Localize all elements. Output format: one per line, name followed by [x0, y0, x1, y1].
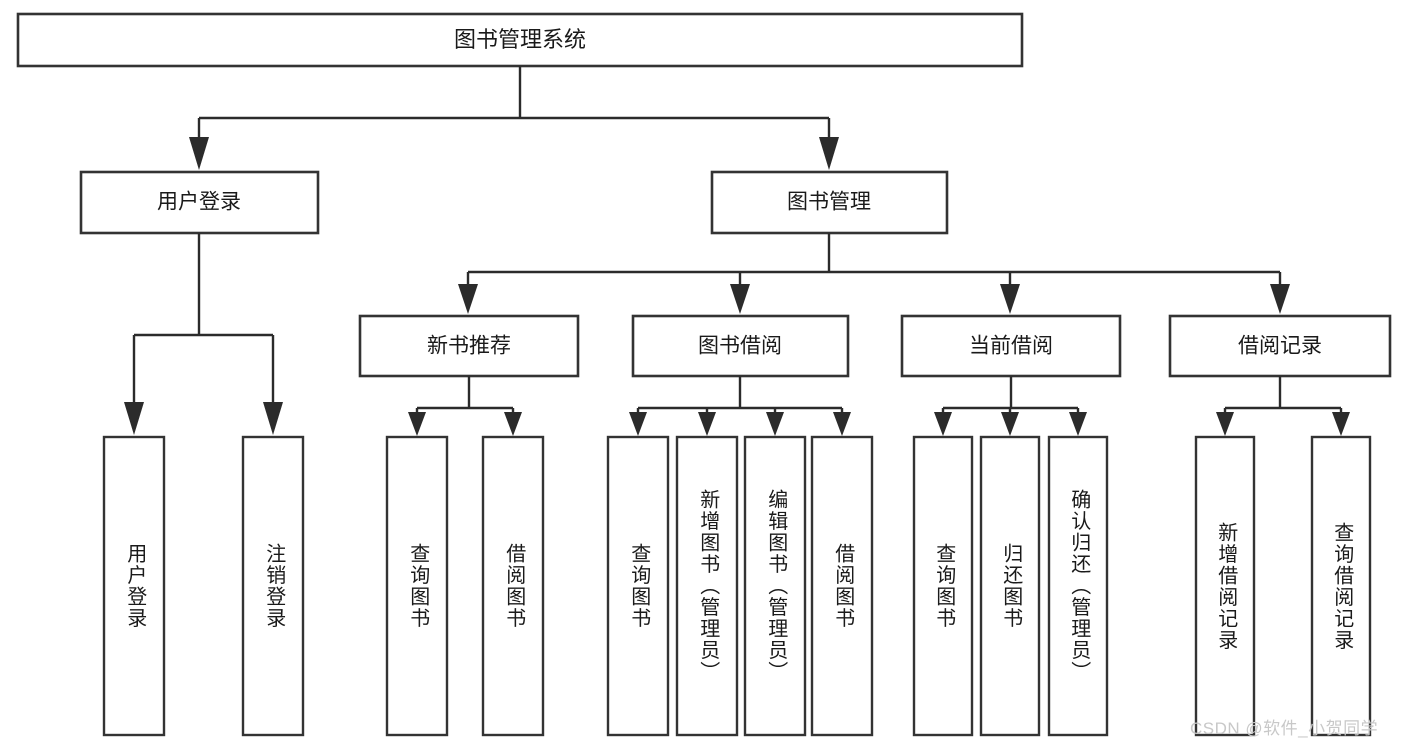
arrow-head-icon: [1000, 284, 1020, 314]
node-new-book-recommend[interactable]: 新书推荐: [358, 314, 580, 378]
leaf-box-query-book-3[interactable]: [912, 435, 974, 737]
leaf-box-add-record[interactable]: [1194, 435, 1256, 737]
edge-root-branch: [189, 66, 839, 170]
root-label: 图书管理系统: [454, 27, 586, 52]
arrow-head-icon: [766, 412, 784, 436]
arrow-head-icon: [263, 402, 283, 435]
edge-new-book-recommend-branch: [408, 376, 522, 436]
arrow-head-icon: [730, 284, 750, 314]
arrow-head-icon: [819, 137, 839, 170]
arrow-head-icon: [124, 402, 144, 435]
new-book-recommend-label: 新书推荐: [427, 335, 511, 358]
node-current-borrow[interactable]: 当前借阅: [900, 314, 1122, 378]
arrow-head-icon: [833, 412, 851, 436]
book-borrow-label: 图书借阅: [698, 335, 782, 358]
leaf-box-edit-book[interactable]: [743, 435, 807, 737]
arrow-head-icon: [629, 412, 647, 436]
leaf-box-borrow-book-2[interactable]: [810, 435, 874, 737]
node-book-borrow[interactable]: 图书借阅: [631, 314, 850, 378]
edge-book-borrow-branch: [629, 376, 851, 436]
leaf-box-user-login[interactable]: [102, 435, 166, 737]
leaf-box-query-book-1[interactable]: [385, 435, 449, 737]
csdn-watermark: CSDN @软件_小贺同学: [1190, 719, 1379, 738]
arrow-head-icon: [458, 284, 478, 314]
current-borrow-label: 当前借阅: [969, 335, 1053, 358]
arrow-head-icon: [189, 137, 209, 170]
node-root[interactable]: 图书管理系统: [16, 12, 1024, 68]
user-login-box[interactable]: [79, 170, 320, 235]
current-borrow-box[interactable]: [900, 314, 1122, 378]
node-user-login[interactable]: 用户登录: [79, 170, 320, 235]
leaf-box-query-record[interactable]: [1310, 435, 1372, 737]
leaf-box-confirm-return[interactable]: [1047, 435, 1109, 737]
arrow-head-icon: [504, 412, 522, 436]
edge-current-borrow-branch: [934, 376, 1087, 436]
arrow-head-icon: [1270, 284, 1290, 314]
leaf-box-logout[interactable]: [241, 435, 305, 737]
arrow-head-icon: [1069, 412, 1087, 436]
leaf-box-borrow-book-1[interactable]: [481, 435, 545, 737]
leaf-box-return-book[interactable]: [979, 435, 1041, 737]
node-book-manage[interactable]: 图书管理: [710, 170, 949, 235]
edge-user-login-branch: [124, 233, 283, 435]
book-manage-label: 图书管理: [787, 191, 871, 214]
root-box[interactable]: [16, 12, 1024, 68]
new-book-recommend-box[interactable]: [358, 314, 580, 378]
arrow-head-icon: [698, 412, 716, 436]
arrow-head-icon: [1216, 412, 1234, 436]
arrow-head-icon: [408, 412, 426, 436]
edge-book-manage-branch: [458, 233, 1290, 314]
arrow-head-icon: [934, 412, 952, 436]
arrow-head-icon: [1001, 412, 1019, 436]
leaf-box-add-book[interactable]: [675, 435, 739, 737]
node-borrow-record[interactable]: 借阅记录: [1168, 314, 1392, 378]
borrow-record-label: 借阅记录: [1238, 335, 1322, 358]
arrow-head-icon: [1332, 412, 1350, 436]
user-login-label: 用户登录: [157, 191, 241, 214]
leaf-box-query-book-2[interactable]: [606, 435, 670, 737]
edge-borrow-record-branch: [1216, 376, 1350, 436]
